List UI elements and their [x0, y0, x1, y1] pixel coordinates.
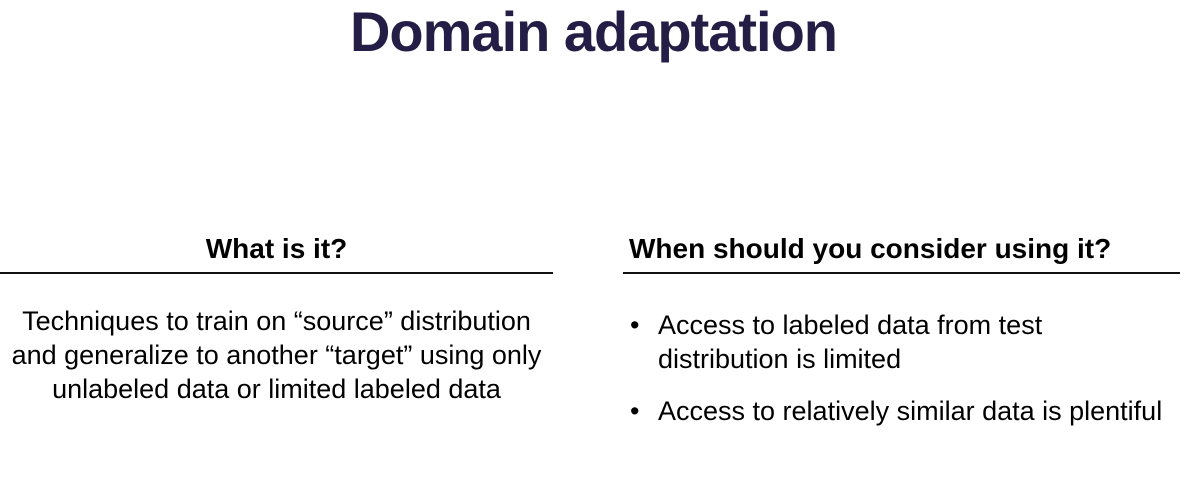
- bullet-marker: •: [630, 396, 640, 426]
- what-is-it-heading: What is it?: [0, 233, 553, 274]
- when-to-use-heading: When should you consider using it?: [623, 233, 1180, 274]
- when-to-use-section: When should you consider using it? • Acc…: [623, 233, 1180, 428]
- bullet-marker: •: [630, 310, 640, 340]
- list-item: • Access to labeled data from test distr…: [623, 308, 1180, 376]
- what-is-it-body: Techniques to train on “source” distribu…: [11, 306, 542, 404]
- when-to-use-list: • Access to labeled data from test distr…: [623, 308, 1180, 428]
- bullet-text: Access to relatively similar data is ple…: [658, 396, 1163, 426]
- list-item: • Access to relatively similar data is p…: [623, 394, 1180, 428]
- slide-title: Domain adaptation: [349, 0, 838, 63]
- bullet-text: Access to labeled data from test distrib…: [658, 310, 1043, 374]
- what-is-it-section: What is it? Techniques to train on “sour…: [0, 233, 553, 406]
